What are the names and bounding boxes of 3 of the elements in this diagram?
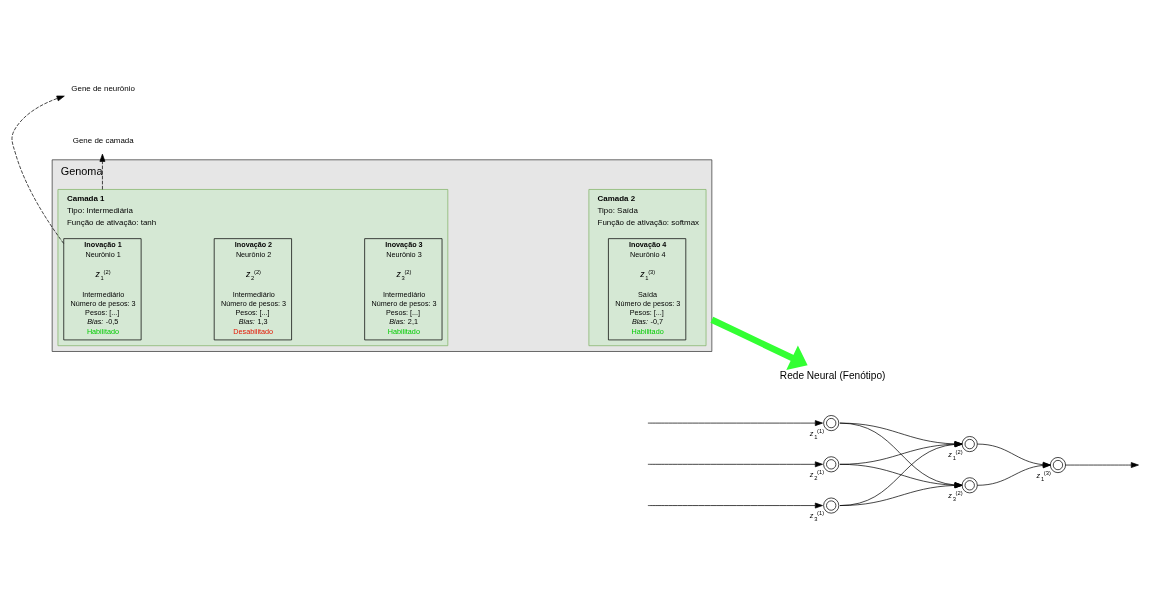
node-text: Gene de camada <box>72 136 134 146</box>
node-text: Rede Neural (Fenótipo) <box>779 370 886 382</box>
node-text: Gene de neurônio <box>71 83 135 93</box>
